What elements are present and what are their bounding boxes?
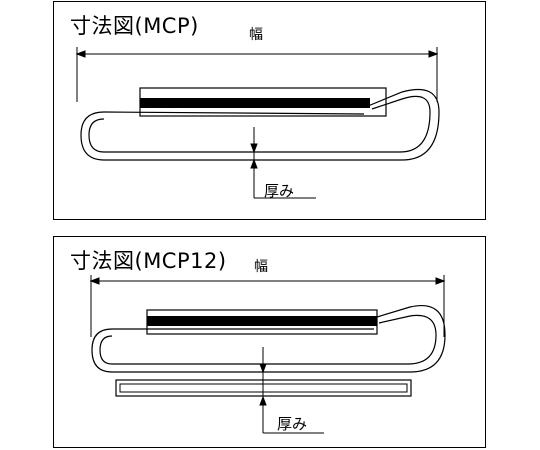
- thickness-dimension: [259, 347, 324, 434]
- upper-plate-core: [147, 316, 377, 326]
- panel-title: 寸法図(MCP12): [70, 249, 227, 273]
- thickness-dimension: [250, 127, 316, 199]
- clip-inner-loop: [88, 95, 431, 153]
- width-label: 幅: [254, 259, 268, 275]
- thickness-label: 厚み: [264, 182, 295, 200]
- width-label: 幅: [249, 27, 263, 43]
- clip-drawing-mcp: [75, 47, 440, 199]
- clip-drawing-mcp12: [89, 275, 446, 434]
- upper-plate-core: [140, 98, 370, 108]
- diagram-panel-mcp12: 寸法図(MCP12) 幅 厚み: [53, 236, 486, 448]
- panel-title: 寸法図(MCP): [70, 14, 199, 38]
- clip-outer-loop: [91, 305, 446, 373]
- clip-inner-loop: [99, 314, 437, 365]
- clip-outer-loop: [80, 88, 440, 161]
- thickness-label: 厚み: [277, 415, 308, 433]
- diagram-panel-mcp: 寸法図(MCP) 幅 厚み: [53, 1, 486, 220]
- width-dimension: [75, 47, 439, 102]
